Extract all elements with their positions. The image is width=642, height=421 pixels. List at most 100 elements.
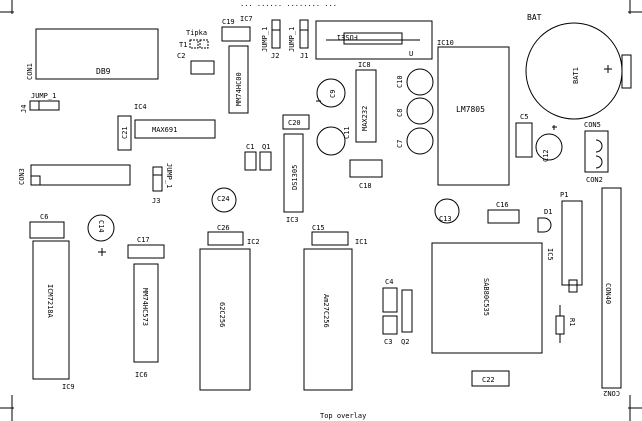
ic1-label: IC1 (355, 238, 368, 246)
con40-label: CON40 (604, 283, 612, 304)
con40-connector: CON40 CON2 (601, 187, 622, 397)
ic4-part-label: MAX691 (152, 126, 177, 134)
c16-label: C16 (496, 201, 509, 209)
c7-label: C7 (396, 140, 404, 148)
c2-label: C2 (177, 52, 185, 60)
c22-capacitor: C22 (471, 370, 510, 387)
p1-label: P1 (560, 191, 568, 199)
ic5-part-label: SAB80C535 (482, 278, 490, 316)
q1-transistor: Q1 (259, 143, 272, 171)
ic5-label: IC5 (546, 248, 554, 261)
ic1-chip: C15 IC1 Am27C256 (303, 224, 368, 391)
db9-connector: DB9 CON1 (26, 28, 159, 80)
ic4-label: IC4 (134, 103, 147, 111)
c6-capacitor: C6 (29, 213, 65, 239)
u-label: U (409, 50, 413, 58)
c19-label: C19 (222, 18, 235, 26)
j1-jump-label: JUMP_1 (288, 27, 296, 52)
j2-jump-label: JUMP_1 (261, 27, 269, 52)
c5-label: C5 (520, 113, 528, 121)
ic5-marker: IC5 (546, 248, 554, 261)
t1-label: T1 (179, 41, 187, 49)
con5-label: CON5 (584, 121, 601, 129)
ic7-label: IC7 (240, 15, 253, 23)
tipka-label: Tipka (186, 29, 207, 37)
c18-label: C18 (359, 182, 372, 190)
ic4-chip: IC4 C21 MAX691 (117, 103, 216, 151)
ic10-part-label: LM7805 (456, 105, 485, 114)
q2-label: Q2 (401, 338, 409, 346)
ic8-label: IC8 (358, 61, 371, 69)
c1-capacitor: C1 (244, 143, 257, 171)
c22-label: C22 (482, 376, 495, 384)
c2-capacitor: C2 (177, 52, 215, 75)
ic6-part-label: MM74HC573 (141, 288, 149, 326)
c18-capacitor: C18 (349, 159, 383, 190)
c16-capacitor: C16 (487, 201, 520, 224)
j1-label: J1 (300, 52, 308, 60)
c7-capacitor: C7 (396, 127, 434, 155)
c11-label: C11 (343, 126, 351, 139)
c21-label: C21 (121, 126, 129, 139)
c26-label: C26 (217, 224, 230, 232)
c6-label: C6 (40, 213, 48, 221)
c14-capacitor: C14 (87, 214, 115, 256)
c12-capacitor: C12 (535, 125, 563, 162)
c20-capacitor: C20 (282, 114, 310, 130)
bat1-label: BAT1 (572, 67, 580, 84)
ic6-label: IC6 (135, 371, 148, 379)
c13-label: C13 (439, 215, 452, 223)
bat-label: BAT (527, 13, 542, 22)
ic10-label: IC10 (437, 39, 454, 47)
j2-label: J2 (271, 52, 279, 60)
c5-capacitor: C5 (515, 113, 533, 158)
j4-label: J4 (20, 105, 28, 113)
c17-label: C17 (137, 236, 150, 244)
r1-resistor: R1 (555, 305, 576, 343)
c3-label: C3 (384, 338, 392, 346)
c24-capacitor: C24 (211, 187, 237, 213)
con3-label: CON3 (18, 168, 26, 185)
ic7-chip: C19 IC7 MM74HC00 (221, 15, 253, 114)
ic1-part-label: Am27C256 (322, 294, 330, 328)
c10-capacitor: C10 (396, 68, 434, 96)
ic2-chip: C26 IC2 62C256 (199, 224, 260, 391)
ic10-regulator: IC10 LM7805 (437, 39, 510, 186)
jumper-j3: JUMP_1 J3 (152, 163, 173, 205)
c13-capacitor: C13 (434, 198, 460, 224)
q2-transistor: Q2 (401, 289, 413, 346)
c10-label: C10 (396, 75, 404, 88)
jumper-j4: JUMP_1 J4 (20, 92, 60, 113)
j3-label: J3 (152, 197, 160, 205)
c8-capacitor: C8 (396, 97, 434, 125)
q1-label: Q1 (262, 143, 270, 151)
d1-label: D1 (544, 208, 552, 216)
db9-label: DB9 (96, 67, 111, 76)
d1-diode: D1 (537, 208, 552, 233)
ic5-mcu: SAB80C535 (431, 242, 543, 354)
c3-capacitor: C3 (382, 315, 398, 346)
header-fragment: ... ...... ........ ... (240, 0, 337, 8)
ic9-part-label: ICM7218A (46, 284, 54, 319)
c20-label: C20 (288, 119, 301, 127)
c14-label: C14 (97, 220, 105, 233)
p1-potentiometer: P1 (560, 191, 583, 293)
c15-label: C15 (312, 224, 325, 232)
ic8-part-label: MAX232 (361, 106, 369, 131)
ic3-part-label: DS1305 (291, 165, 299, 190)
c4-capacitor: C4 (382, 278, 398, 313)
ic2-part-label: 62C256 (218, 302, 226, 327)
j3-jump-label: JUMP_1 (165, 163, 173, 188)
battery: BAT BAT1 (525, 13, 632, 120)
board-title: Top overlay (320, 412, 366, 420)
ic9-label: IC9 (62, 383, 75, 391)
ic2-label: IC2 (247, 238, 260, 246)
con5-connector: CON5 CON2 (584, 121, 609, 184)
ic3-chip: DS1305 IC3 (283, 133, 304, 224)
c9-capacitor: C9 (316, 78, 346, 108)
jumper-j2: JUMP_1 J2 (261, 19, 281, 60)
con2-bottom-label: CON2 (603, 389, 620, 397)
ic8-chip: IC8 MAX232 (355, 61, 377, 143)
c9-label: C9 (329, 90, 337, 98)
